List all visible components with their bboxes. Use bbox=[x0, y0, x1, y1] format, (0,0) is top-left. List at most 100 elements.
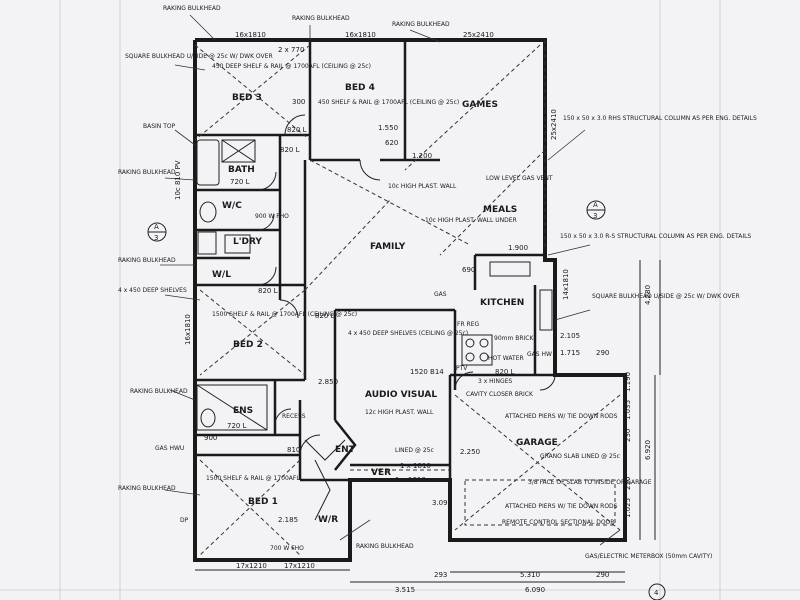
interior-walls bbox=[195, 40, 555, 482]
dim-v-14x1810: 14x1810 bbox=[562, 269, 570, 300]
room-ens: ENS bbox=[233, 406, 253, 416]
note-square-bulkhead-left: SQUARE BULKHEAD U/SIDE @ 25c W/ DWK OVER bbox=[125, 53, 273, 60]
dim-2850: 2.850 bbox=[318, 378, 338, 386]
note-raking-4: RAKING BULKHEAD bbox=[118, 169, 176, 176]
section-a-top: A bbox=[154, 223, 159, 231]
note-gas-hwu: GAS HWU bbox=[155, 445, 184, 452]
dim-293: 293 bbox=[434, 571, 447, 579]
room-meals: MEALS bbox=[483, 205, 517, 215]
note-bed1-shelf: 1500 SHELF & RAIL @ 1700AFL bbox=[206, 475, 300, 482]
section-markers bbox=[147, 200, 666, 600]
room-ent: ENT bbox=[335, 445, 356, 455]
dim-top-3: 25x2410 bbox=[463, 31, 494, 39]
note-90mm-brick: 90mm BRICK bbox=[494, 335, 534, 342]
note-plast-wall-10c: 10c HIGH PLAST. WALL bbox=[388, 183, 457, 190]
exterior-walls bbox=[193, 38, 627, 562]
note-dp: DP bbox=[180, 517, 189, 524]
note-plast-wall-under: 10c HIGH PLAST. WALL UNDER bbox=[425, 217, 517, 224]
note-fho-900: 900 W FHO bbox=[255, 213, 289, 220]
dim-1035: 1.035 bbox=[624, 400, 632, 420]
note-square-bulkhead-right: SQUARE BULKHEAD U/SIDE @ 25c W/ DWK OVER bbox=[592, 293, 740, 300]
note-raking-3: RAKING BULKHEAD bbox=[392, 21, 450, 28]
note-raking-1: RAKING BULKHEAD bbox=[163, 5, 221, 12]
note-raking-8: RAKING BULKHEAD bbox=[356, 543, 414, 550]
room-bed1: BED 1 bbox=[248, 497, 278, 507]
dim-720-ens: 720 L bbox=[227, 422, 247, 430]
fixtures bbox=[196, 139, 553, 431]
room-wr: W/R bbox=[318, 515, 338, 525]
section-a-right: A bbox=[593, 201, 598, 209]
dim-6090: 6.090 bbox=[525, 586, 545, 594]
dim-v-25x2410: 25x2410 bbox=[550, 109, 558, 140]
note-leaders bbox=[160, 14, 621, 546]
note-bed4-shelf: 450 SHELF & RAIL @ 1700AFL (CEILING @ 25… bbox=[318, 99, 459, 106]
note-low-level-gas: LOW LEVEL GAS VENT bbox=[486, 175, 553, 182]
dim-300: 300 bbox=[292, 98, 305, 106]
room-bath: BATH bbox=[228, 165, 255, 175]
note-fr-reg: FR REG bbox=[457, 321, 479, 328]
note-attached-piers-bottom: ATTACHED PIERS W/ TIE DOWN RODS bbox=[505, 503, 618, 510]
note-ptv: PTV bbox=[456, 365, 468, 372]
note-lined-25c: LINED @ 25c bbox=[395, 447, 434, 454]
dim-6920: 6.920 bbox=[644, 440, 652, 460]
room-labels: BED 3 BED 4 GAMES BATH W/C L'DRY W/L FAM… bbox=[212, 83, 558, 525]
dim-820-family: 820 L bbox=[315, 312, 335, 320]
dim-v-810-pv: 10c 810 PV bbox=[174, 160, 182, 200]
note-basin-top: BASIN TOP bbox=[143, 123, 176, 130]
dim-bottom-1: 17x1210 bbox=[236, 562, 267, 570]
note-raking-7: RAKING BULKHEAD bbox=[118, 485, 176, 492]
note-shelves-left: 4 x 450 DEEP SHELVES bbox=[118, 287, 187, 294]
dim-290a: 290 bbox=[596, 349, 609, 357]
dim-820-bed2: 820 L bbox=[258, 287, 278, 295]
dim-290b: 290 bbox=[596, 571, 609, 579]
dim-230: 230 bbox=[624, 429, 632, 442]
room-games: GAMES bbox=[462, 100, 498, 110]
note-raking-6: RAKING BULKHEAD bbox=[130, 388, 188, 395]
dim-1025: 1.025 bbox=[624, 498, 632, 518]
dim-1520: 1520 B14 bbox=[410, 368, 444, 376]
note-bed2-shelf: 1500 SHELF & RAIL @ 1700AFL (CEILING @ 2… bbox=[212, 311, 357, 318]
room-audio-visual: AUDIO VISUAL bbox=[365, 390, 437, 400]
dim-250: 250 bbox=[624, 477, 632, 490]
room-wil: W/L bbox=[212, 270, 231, 280]
dim-1190: 1.190 bbox=[624, 372, 632, 392]
note-attached-piers-top: ATTACHED PIERS W/ TIE DOWN RODS bbox=[505, 413, 618, 420]
door-swings bbox=[257, 114, 556, 456]
dim-620: 620 bbox=[385, 139, 398, 147]
dim-820-bed3: 820 L bbox=[287, 126, 307, 134]
dim-4280: 4.280 bbox=[644, 285, 652, 305]
dim-3515: 3.515 bbox=[395, 586, 415, 594]
dim-3095: 3.095 bbox=[432, 499, 452, 507]
room-ldry: L'DRY bbox=[233, 237, 262, 247]
entry-angled-walls bbox=[304, 419, 357, 521]
dim-720: 720 L bbox=[230, 178, 250, 186]
note-raking-5: RAKING BULKHEAD bbox=[118, 257, 176, 264]
room-ver: VER bbox=[371, 468, 391, 478]
dim-1550: 1.550 bbox=[378, 124, 398, 132]
note-bed3-shelf: 450 DEEP SHELF & RAIL @ 1700AFL (CEILING… bbox=[212, 63, 371, 70]
section-3-right: 3 bbox=[593, 212, 597, 220]
note-av-plast-wall: 12c HIGH PLAST. WALL bbox=[365, 409, 434, 416]
room-garage: GARAGE bbox=[516, 438, 558, 448]
dim-2x770: 2 x 770 bbox=[278, 46, 304, 54]
dimension-lines bbox=[195, 260, 661, 583]
dim-1x1810-a: 1 x 1810 bbox=[400, 462, 431, 470]
room-bed2: BED 2 bbox=[233, 340, 263, 350]
note-gas-meter: GAS/ELECTRIC METERBOX (50mm CAVITY) bbox=[585, 553, 712, 560]
section-3-bottom: 3 bbox=[154, 234, 158, 242]
dim-690: 690 bbox=[462, 266, 475, 274]
note-column-mid: 150 x 50 x 3.0 R-S STRUCTURAL COLUMN AS … bbox=[560, 233, 751, 240]
dim-top-1: 16x1810 bbox=[235, 31, 266, 39]
dim-900: 900 bbox=[204, 434, 217, 442]
note-hot-water: HOT WATER bbox=[488, 355, 524, 362]
dim-2185: 2.185 bbox=[278, 516, 298, 524]
sheet-number: 4 bbox=[654, 589, 659, 597]
dim-820-bath: 820 L bbox=[280, 146, 300, 154]
note-raking-2: RAKING BULKHEAD bbox=[292, 15, 350, 22]
room-bed3: BED 3 bbox=[232, 93, 262, 103]
dim-bottom-2: 17x1210 bbox=[284, 562, 315, 570]
note-hinges: 3 x HINGES bbox=[478, 378, 512, 385]
note-remote-control: REMOTE CONTROL SECTIONAL DOOR bbox=[502, 519, 614, 526]
note-grano-slab: GRANO SLAB LINED @ 25c bbox=[540, 453, 620, 460]
